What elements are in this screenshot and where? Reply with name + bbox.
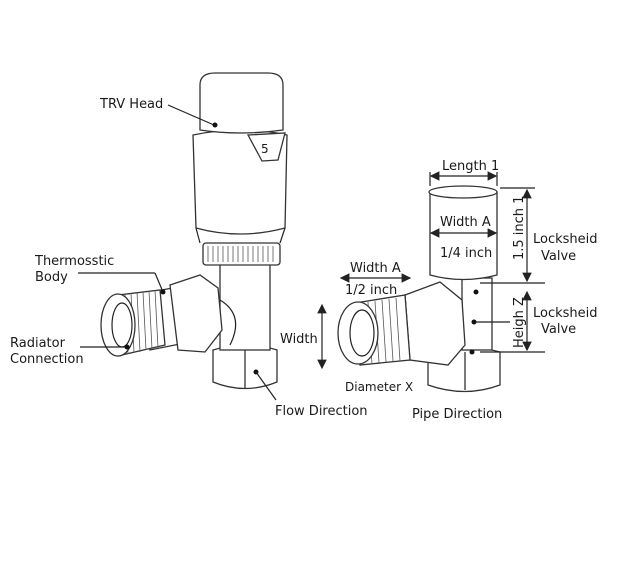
knurled-ring [202, 242, 281, 266]
length-1-label: Length 1 [442, 159, 499, 174]
dial-number: 5 [261, 142, 269, 156]
right-lockshield-valve: Length 1 Width A 1/4 inch Width A 1/2 in… [337, 159, 598, 422]
hex-nut-right [404, 281, 466, 366]
radiator-connection-label-2: Connection [10, 352, 84, 367]
hex-nut [169, 274, 223, 353]
flow-direction-label: Flow Direction [275, 404, 368, 419]
thermostatic-body-label-1: Thermosstic [34, 254, 114, 269]
thermostatic-body-label-2: Body [35, 270, 68, 285]
valve-stem-right [461, 277, 493, 351]
pipe-opening-right [337, 301, 379, 365]
lockshield-label-1b: Valve [541, 249, 576, 264]
height-1-label: 1.5 inch 1 [512, 196, 527, 260]
dial-window [246, 132, 286, 162]
pipe-direction-label: Pipe Direction [412, 407, 502, 422]
left-trv-valve: 5 TRV Head Thermosstic Body Radiator Con… [10, 72, 368, 419]
trv-head-label: TRV Head [99, 97, 163, 112]
width-a-top-label: Width A [440, 215, 491, 230]
diameter-x-label: Diameter X [345, 380, 413, 394]
cylinder-cap [429, 191, 498, 281]
quarter-inch-label: 1/4 inch [440, 246, 492, 261]
trv-head-cap [199, 72, 284, 134]
radiator-connection-label-1: Radiator [10, 336, 66, 351]
height-z-label: Heigh Z [512, 297, 527, 348]
half-inch-label: 1/2 inch [345, 283, 397, 298]
lockshield-label-1a: Locksheid [533, 232, 598, 247]
pipe-opening [100, 293, 136, 357]
width-a-side-label: Width A [350, 261, 401, 276]
lockshield-label-2a: Locksheid [533, 306, 598, 321]
width-label: Width [280, 332, 318, 347]
lockshield-label-2b: Valve [541, 322, 576, 337]
